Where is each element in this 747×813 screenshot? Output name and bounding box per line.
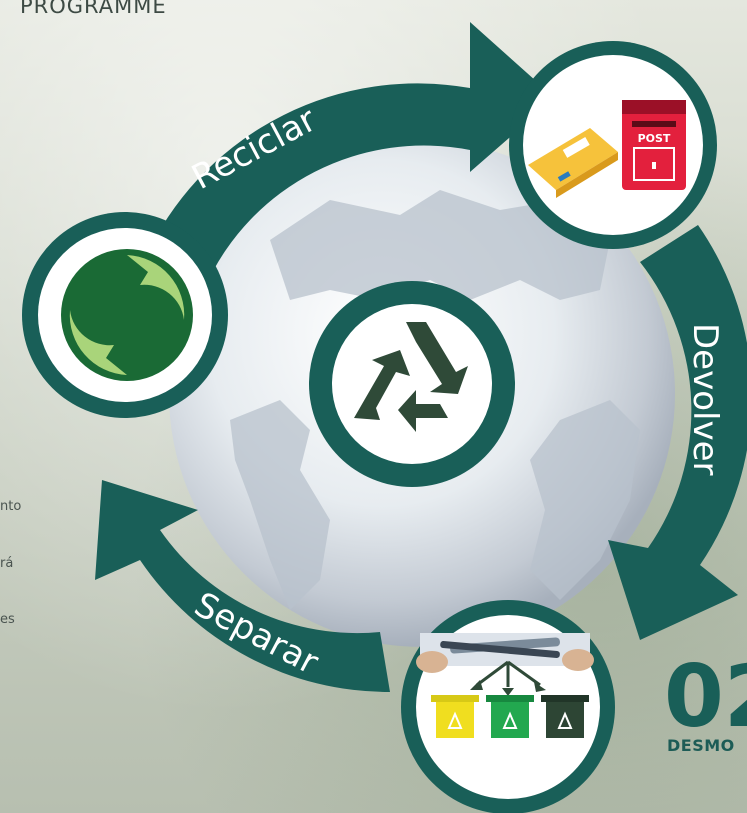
- side-text-2: rá: [0, 556, 14, 571]
- step-number: 02: [664, 647, 747, 747]
- svg-text:POST: POST: [638, 132, 671, 145]
- devolver-arrow: [608, 225, 747, 640]
- green-dot-recycling-icon: [61, 249, 193, 381]
- cycle-arrows: [95, 22, 747, 693]
- recycling-triangle-icon: [354, 322, 468, 432]
- side-text-1: nto: [0, 499, 22, 514]
- sorting-arrows: [470, 660, 546, 696]
- globe-continents: [230, 190, 640, 610]
- separar-arrow: [95, 480, 390, 693]
- battery-hands-icon: [416, 633, 594, 673]
- reciclar-arrow: [150, 22, 555, 285]
- sorting-bins-icon: [431, 695, 589, 738]
- envelope-icon: [528, 128, 618, 198]
- step-label-devolver: Devolver: [685, 323, 725, 476]
- post-box-icon: POST: [622, 100, 686, 190]
- section-subtitle: DESMO: [667, 736, 735, 755]
- programme-label: PROGRAMME: [20, 0, 167, 18]
- center-disc: [332, 304, 492, 464]
- side-text-3: es: [0, 612, 15, 627]
